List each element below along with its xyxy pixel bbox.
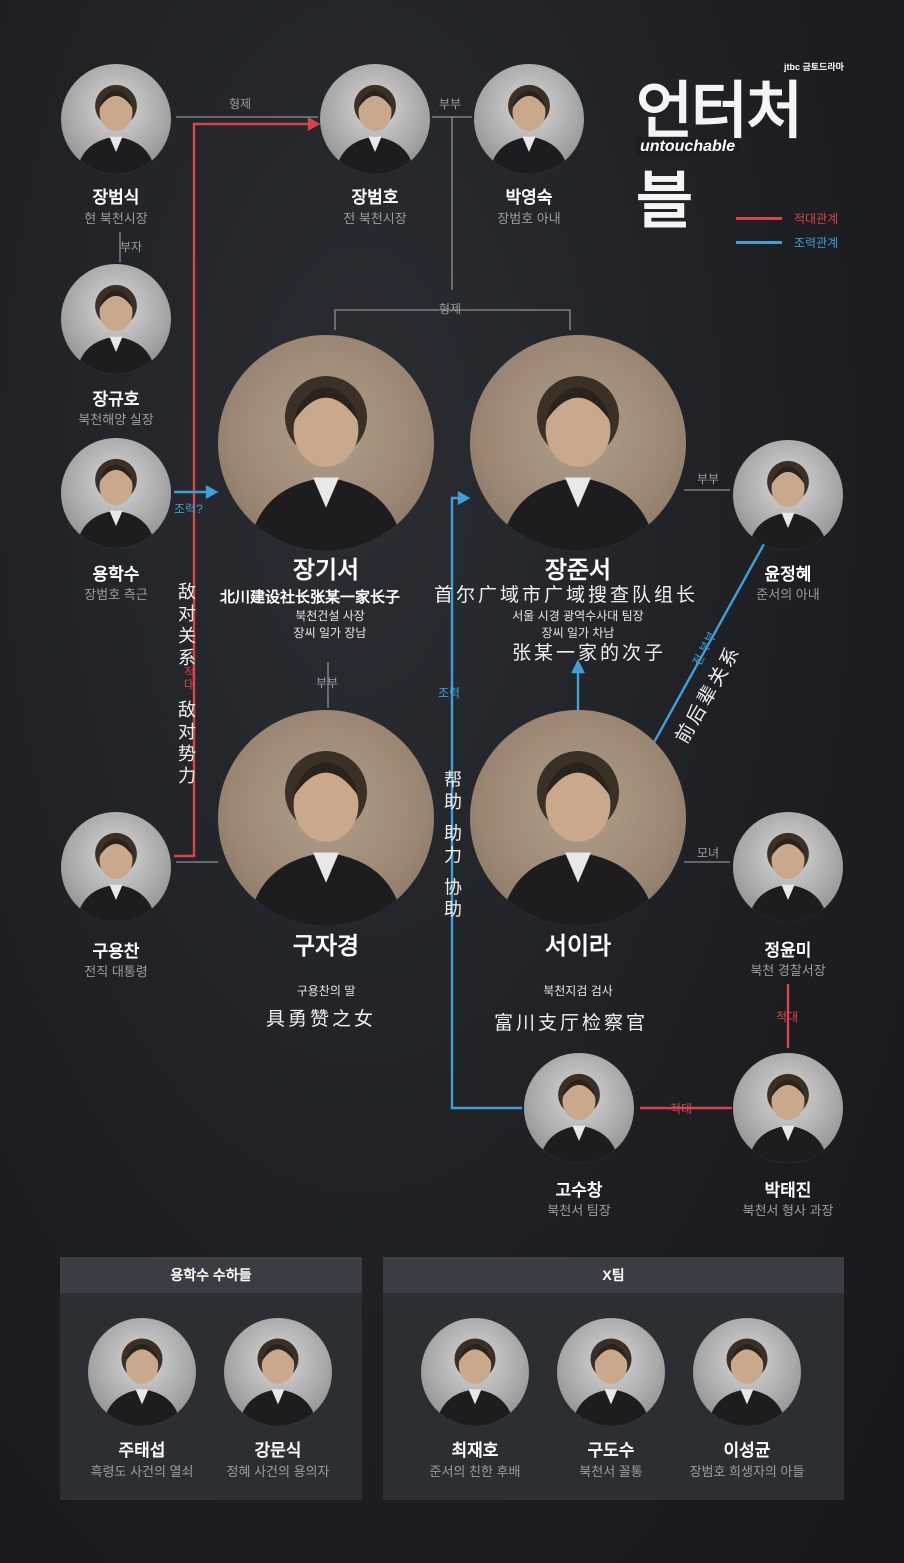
portrait-seo-ira [470,710,686,926]
role-ju-taeseop: 흑령도 사건의 열쇠 [90,1464,194,1479]
portrait-ju-taeseop [88,1318,196,1426]
portrait-lee-seonggyun [693,1318,801,1426]
zh-jang-giseo: 北川建设社长张某一家长子 [219,589,400,606]
portrait-gu-jagyeong [218,710,434,926]
name-park-youngsuk: 박영숙 [505,188,553,207]
portrait-jang-junseo [470,335,686,551]
annotation-hostile-relation: 敌对关系 [175,582,196,670]
name-jung-yunmi: 정윤미 [764,941,812,960]
role-choi-jaeho: 준서의 친한 후배 [429,1464,521,1479]
role-jang-junseo-2: 장씨 일가 차남 [541,626,615,640]
rel-hostile-left: 적대 [182,666,196,690]
role-jung-yunmi: 북천 경찰서장 [750,963,826,978]
rel-couple-mid: 부부 [316,676,339,690]
name-go-suchang: 고수창 [555,1181,603,1200]
name-gu-dosu: 구도수 [587,1441,635,1460]
portrait-jang-beomsik [61,64,171,174]
name-gu-jagyeong: 구자경 [292,933,360,960]
logo-title: 언터처블 [636,74,803,237]
zh-gu-jagyeong: 具勇赞之女 [266,1008,377,1030]
rel-couple-top: 부부 [439,97,462,111]
role-park-youngsuk: 장범호 아내 [497,211,561,226]
name-jang-giseo: 장기서 [292,557,360,584]
name-kang-munsik: 강문식 [254,1441,302,1460]
portrait-yong-haksu [61,438,171,548]
role-kang-munsik: 정혜 사건의 용의자 [226,1464,330,1479]
legend-item-hostile: 적대관계 [736,206,838,230]
portrait-park-taejin [733,1053,843,1163]
panel-title: 용학수 수하들 [60,1257,362,1293]
role-yong-haksu: 장범호 측근 [84,587,148,602]
legend: 적대관계 조력관계 [736,206,838,254]
portrait-jang-gyuho [61,264,171,374]
rel-father-son: 부자 [120,240,143,254]
name-jang-gyuho: 장규호 [92,390,140,409]
name-gu-yongchan: 구용찬 [92,942,140,961]
role-lee-seonggyun: 장범호 희생자의 아들 [689,1464,805,1479]
role-jang-giseo-1: 북천건설 사장 [295,609,365,623]
portrait-yun-junghye [733,440,843,550]
rel-hostile-right: 적대 [776,1010,799,1024]
zh2-jang-junseo: 张某一家的次子 [512,642,667,664]
annotation-hostile-force: 敌对势力 [175,700,196,788]
rel-spouse-right: 부부 [697,472,720,486]
role-gu-dosu: 북천서 꼴통 [579,1464,643,1479]
role-seo-ira: 북천지검 검사 [543,984,613,998]
portrait-jung-yunmi [733,812,843,922]
portrait-jang-giseo [218,335,434,551]
role-park-taejin: 북천서 형사 과장 [742,1203,834,1218]
name-yong-haksu: 용학수 [92,565,140,584]
portrait-gu-dosu [557,1318,665,1426]
rel-brothers-mid: 형제 [439,302,462,316]
zh-jang-junseo: 首尔广域市广域搜查队组长 [434,584,699,606]
legend-item-help: 조력관계 [736,230,838,254]
role-jang-junseo-1: 서울 시경 광역수사대 팀장 [512,609,644,623]
rel-help-mid: 조력 [438,686,461,700]
role-yun-junghye: 준서의 아내 [756,587,820,602]
name-park-taejin: 박태진 [764,1181,812,1200]
name-yun-junghye: 윤정혜 [764,565,812,584]
name-jang-junseo: 장준서 [544,557,612,584]
role-gu-yongchan: 전직 대통령 [84,964,148,979]
role-jang-beomho: 전 북천시장 [343,211,407,226]
name-seo-ira: 서이라 [544,933,612,960]
name-lee-seonggyun: 이성균 [723,1441,771,1460]
portrait-kang-munsik [224,1318,332,1426]
rel-mother-daughter: 모녀 [697,846,720,860]
role-jang-giseo-2: 장씨 일가 장남 [293,626,367,640]
portrait-gu-yongchan [61,812,171,922]
name-jang-beomho: 장범호 [351,188,399,207]
name-jang-beomsik: 장범식 [92,188,140,207]
role-jang-gyuho: 북천해양 실장 [78,412,154,427]
name-ju-taeseop: 주태섭 [118,1441,166,1460]
panel-title: X팀 [383,1257,844,1293]
role-go-suchang: 북천서 팀장 [547,1203,611,1218]
zh-seo-ira: 富川支厅检察官 [494,1012,649,1034]
role-gu-jagyeong: 구용찬의 딸 [296,984,356,998]
portrait-jang-beomho [320,64,430,174]
rel-hostile-bottom: 적대 [670,1102,693,1116]
show-logo: 언터처블 untouchable jtbc 금토드라마 [636,60,846,237]
broadcaster-label: jtbc 금토드라마 [784,62,844,72]
rel-brothers-top: 형제 [229,97,252,111]
annotation-help: 帮助 助力 协助 [441,770,462,922]
portrait-park-youngsuk [474,64,584,174]
logo-subtitle: untouchable [636,138,740,156]
portrait-go-suchang [524,1053,634,1163]
rel-help-question: 조력? [174,502,203,516]
name-choi-jaeho: 최재호 [451,1441,499,1460]
portrait-choi-jaeho [421,1318,529,1426]
role-jang-beomsik: 현 북천시장 [84,211,148,226]
